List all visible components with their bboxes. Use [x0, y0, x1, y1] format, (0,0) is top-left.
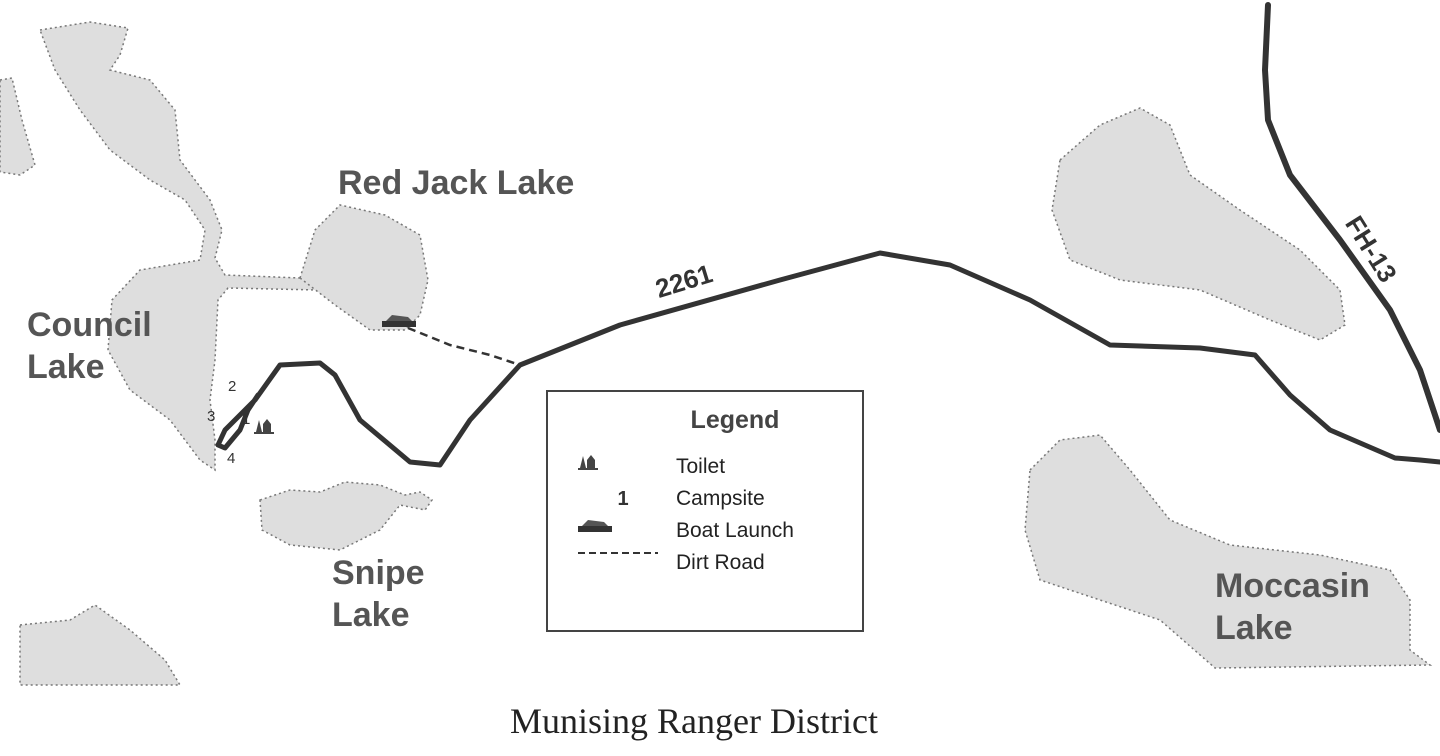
campsite-2: 2 — [228, 378, 237, 395]
council-lake-label: Council Lake — [27, 306, 152, 386]
red-jack-lake-shape — [299, 204, 429, 331]
road-fh13 — [1262, 2, 1440, 433]
southwest-lake-shape — [19, 604, 182, 686]
campsite-1: 1 — [242, 411, 251, 428]
moccasin-lake-label: Moccasin Lake — [1215, 567, 1370, 647]
legend-item-toilet: Toilet — [578, 454, 725, 480]
toilet-icon — [254, 419, 274, 434]
snipe-lake-shape — [259, 481, 434, 551]
legend-title: Legend — [690, 406, 780, 434]
red-jack-lake-label: Red Jack Lake — [338, 164, 575, 202]
legend-item-boat-launch: Boat Launch — [578, 518, 794, 544]
boat-launch-icon — [382, 315, 416, 327]
map-caption: Munising Ranger District — [510, 701, 878, 741]
northeast-lake-shape — [1051, 107, 1346, 341]
snipe-lake-label: Snipe Lake — [332, 554, 425, 634]
legend-item-dirt-road: Dirt Road — [578, 551, 765, 574]
small-lake-west — [0, 77, 36, 176]
moccasin-lake-shape — [1024, 434, 1433, 669]
campsite-3: 3 — [207, 408, 216, 425]
council-lake-shape — [38, 21, 319, 472]
dirt-road — [407, 326, 521, 367]
campsite-number: 1 — [617, 487, 629, 510]
campsite-4: 4 — [227, 450, 236, 467]
road-2261 — [215, 250, 1440, 468]
legend: Legend Toilet 1 Campsite Boat Launch Dir… — [546, 390, 864, 632]
legend-item-campsite: 1 Campsite — [578, 486, 764, 512]
